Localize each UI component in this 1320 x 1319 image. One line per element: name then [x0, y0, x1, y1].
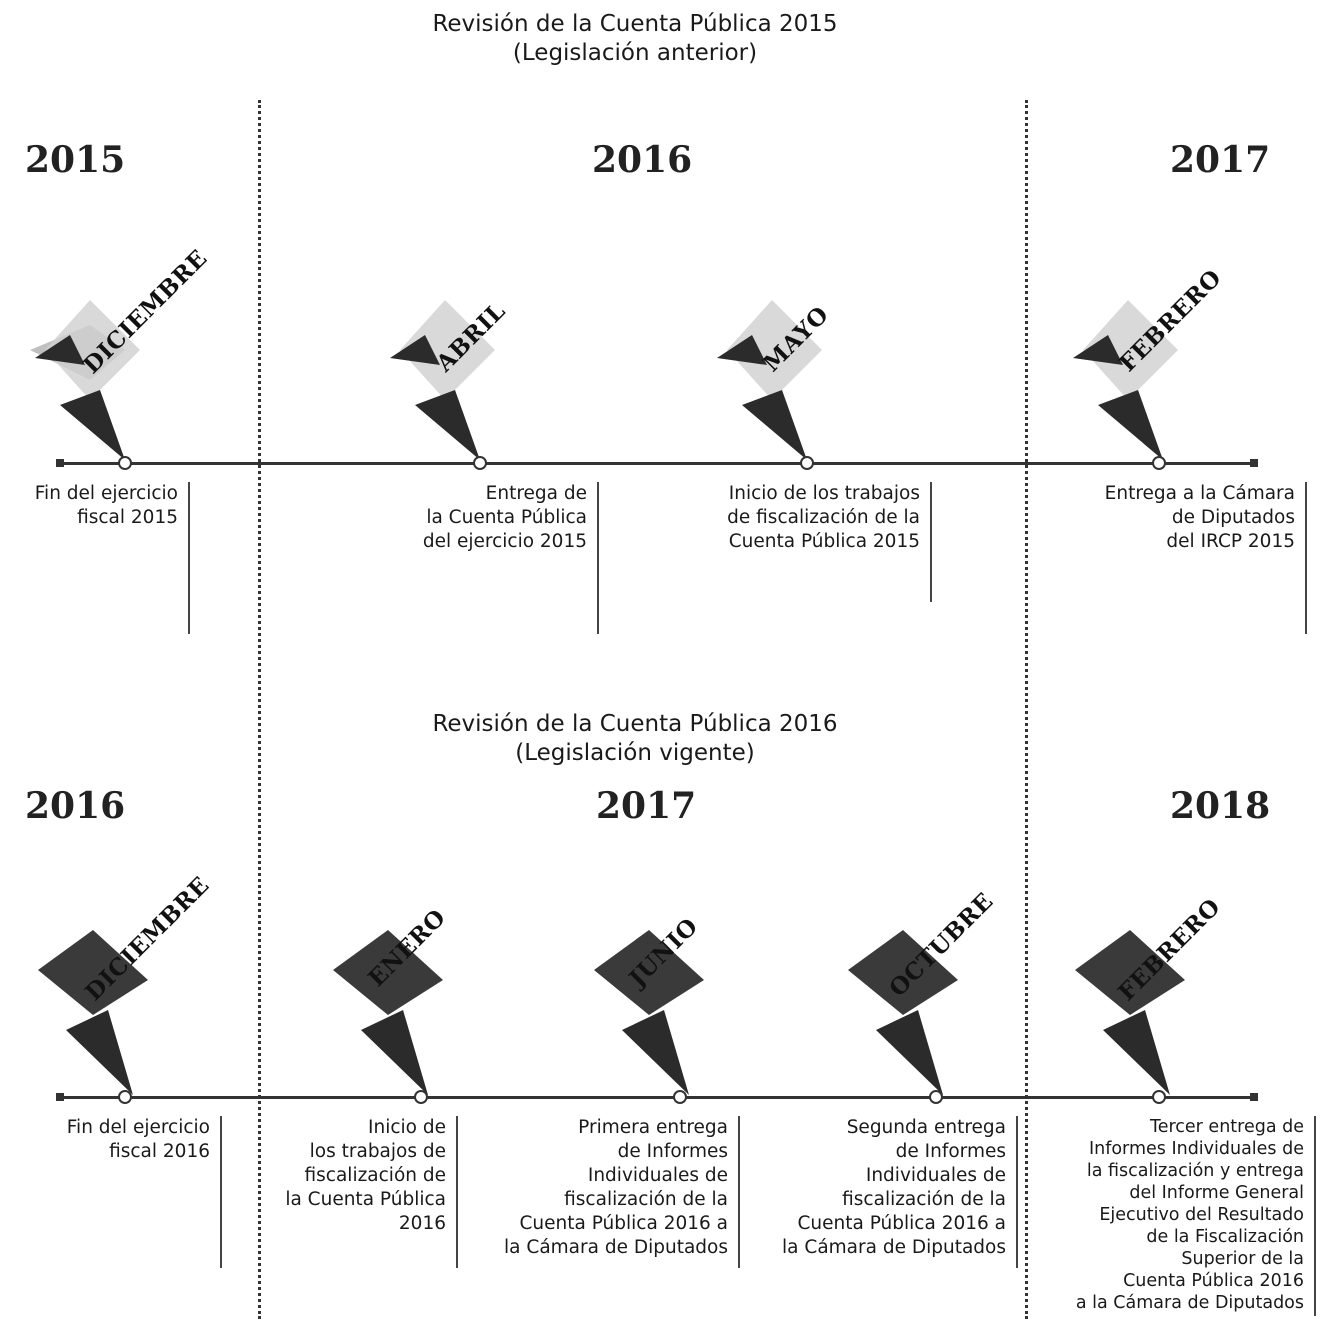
top-event-description: Fin del ejercicio fiscal 2015 [35, 482, 190, 634]
bottom-event-description: Tercer entrega de Informes Individuales … [1076, 1116, 1316, 1316]
top-event-dot [118, 456, 132, 470]
top-timeline-title: Revisión de la Cuenta Pública 2015 (Legi… [0, 10, 1270, 68]
top-event-description: Entrega a la Cámara de Diputados del IRC… [1105, 482, 1307, 634]
bottom-event-marker: DICIEMBRE [38, 871, 215, 1105]
bottom-event-dot [929, 1090, 943, 1104]
bottom-year-label: 2017 [596, 785, 697, 827]
top-year-label: 2017 [1170, 139, 1271, 181]
bottom-event-marker: FEBRERO [1075, 893, 1245, 1105]
top-title-line1: Revisión de la Cuenta Pública 2015 [432, 11, 838, 37]
bottom-event-dot [118, 1090, 132, 1104]
top-year-label: 2016 [592, 139, 693, 181]
top-timeline-axis [58, 462, 1256, 465]
bottom-event-dot [1152, 1090, 1166, 1104]
top-title-line2: (Legislación anterior) [512, 40, 758, 66]
top-year-label: 2015 [25, 139, 126, 181]
top-event-marker: DICIEMBRE [30, 244, 213, 470]
top-event-description: Inicio de los trabajos de fiscalización … [727, 482, 932, 602]
bottom-axis-end-cap [1250, 1093, 1258, 1101]
pin-icon [30, 300, 140, 460]
bottom-event-marker: JUNIO [594, 913, 764, 1105]
bottom-event-marker: ENERO [333, 904, 503, 1105]
pin-icon [38, 930, 148, 1095]
bottom-event-description: Inicio de los trabajos de fiscalización … [285, 1116, 458, 1268]
year-divider-left [258, 100, 261, 1319]
top-event-marker: FEBRERO [1068, 264, 1238, 470]
pin-icon [333, 930, 443, 1095]
bottom-event-description: Primera entrega de Informes Individuales… [504, 1116, 740, 1268]
pin-icon [1075, 930, 1185, 1095]
top-event-dot [473, 456, 487, 470]
bottom-title-line1: Revisión de la Cuenta Pública 2016 [432, 711, 838, 737]
top-event-marker: MAYO [712, 280, 882, 470]
bottom-title-line2: (Legislación vigente) [515, 740, 755, 766]
top-event-marker: ABRIL [385, 280, 555, 470]
pin-icon [717, 300, 822, 460]
bottom-axis-start-cap [56, 1093, 64, 1101]
pin-icon [390, 300, 495, 460]
top-axis-end-cap [1250, 459, 1258, 467]
bottom-event-description: Fin del ejercicio fiscal 2016 [67, 1116, 222, 1268]
top-event-dot [1152, 456, 1166, 470]
pin-icon [848, 930, 958, 1095]
top-event-description: Entrega de la Cuenta Pública del ejercic… [423, 482, 599, 634]
bottom-event-dot [673, 1090, 687, 1104]
bottom-event-dot [414, 1090, 428, 1104]
bottom-year-label: 2016 [25, 785, 126, 827]
bottom-event-marker: OCTUBRE [848, 887, 1018, 1105]
top-event-dot [800, 456, 814, 470]
bottom-timeline-title: Revisión de la Cuenta Pública 2016 (Legi… [0, 710, 1270, 768]
top-axis-start-cap [56, 459, 64, 467]
bottom-timeline-axis [58, 1096, 1256, 1099]
pin-icon [594, 930, 704, 1095]
year-divider-right [1025, 100, 1028, 1319]
bottom-event-description: Segunda entrega de Informes Individuales… [782, 1116, 1018, 1268]
bottom-year-label: 2018 [1170, 785, 1271, 827]
pin-icon [1073, 300, 1178, 460]
